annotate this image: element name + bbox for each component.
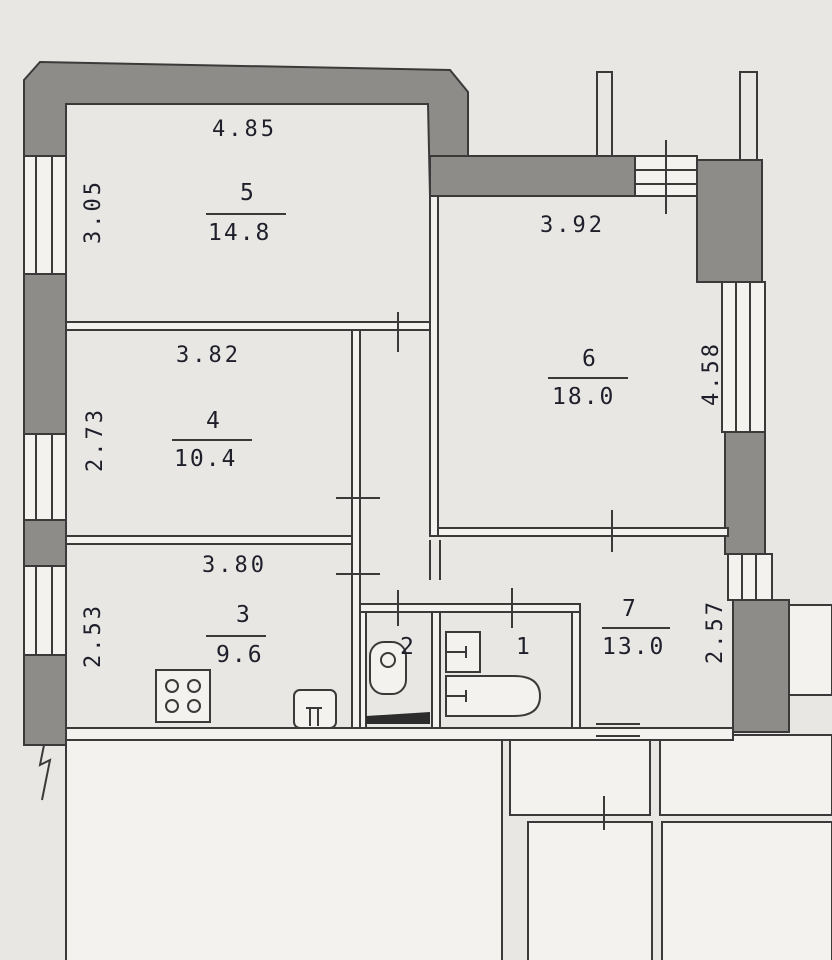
room-3-depth: 2.53 (81, 603, 106, 668)
room-1-number: 1 (516, 634, 530, 660)
washbasin (445, 631, 481, 673)
room-7-depth: 2.57 (703, 599, 728, 664)
room-3-area: 9.6 (216, 642, 264, 668)
sink (293, 689, 337, 729)
room-2-number: 2 (400, 634, 414, 660)
room-5-depth: 3.05 (81, 179, 106, 244)
balcony (596, 71, 758, 214)
interior-partitions (65, 195, 734, 741)
room-3-number: 3 (236, 602, 250, 628)
toilet (369, 641, 407, 695)
door-marks (336, 312, 640, 830)
room-4-number: 4 (206, 408, 220, 434)
neighbor-outlines (65, 604, 832, 960)
room-3-width: 3.80 (202, 553, 267, 578)
room-5-width: 4.85 (212, 117, 277, 142)
exterior-walls (23, 60, 790, 746)
room-7-area: 13.0 (602, 634, 665, 660)
room-5-number: 5 (240, 180, 254, 206)
room-4-depth: 2.73 (83, 407, 108, 472)
room-7-number: 7 (622, 596, 636, 622)
room-4-area: 10.4 (174, 446, 237, 472)
bathtub (445, 675, 542, 717)
room-4-width: 3.82 (176, 343, 241, 368)
left-windows (23, 155, 67, 656)
room-6-width: 3.92 (540, 213, 605, 238)
room-6-number: 6 (582, 346, 596, 372)
room-6-area: 18.0 (552, 384, 615, 410)
break-mark (38, 744, 52, 801)
stove (155, 669, 211, 723)
room-6-depth: 4.58 (699, 341, 724, 406)
radiator (366, 712, 430, 724)
room-5-area: 14.8 (208, 220, 271, 246)
right-windows (721, 281, 773, 601)
